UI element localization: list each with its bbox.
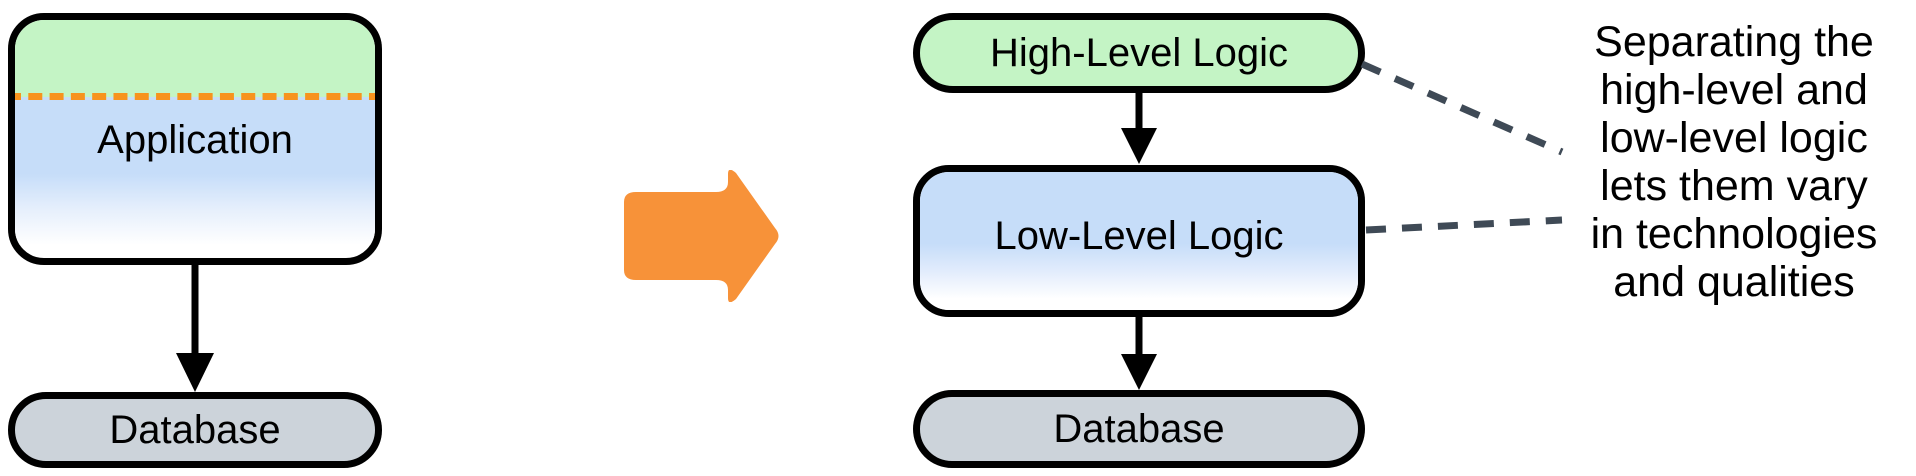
low-to-database-arrow — [1121, 317, 1157, 390]
application-to-database-arrow — [176, 265, 214, 392]
right-database-label: Database — [1053, 407, 1225, 451]
right-database-box[interactable]: Database — [913, 390, 1365, 468]
annotation-line-5: in technologies — [1590, 210, 1878, 258]
application-label: Application — [97, 118, 293, 162]
high-to-low-arrow — [1121, 93, 1157, 164]
annotation-line-1: Separating the — [1594, 18, 1874, 66]
high-level-logic-box[interactable]: High-Level Logic — [913, 13, 1365, 93]
annotation-line-6: and qualities — [1613, 258, 1855, 306]
annotation-line-3: low-level logic — [1600, 114, 1868, 162]
application-low-level-band — [15, 97, 375, 245]
annotation-leader-line-low — [1365, 216, 1563, 234]
low-level-logic-box[interactable]: Low-Level Logic — [913, 165, 1365, 317]
left-database-box[interactable]: Database — [8, 392, 382, 468]
application-high-level-band — [15, 20, 375, 97]
low-level-logic-label: Low-Level Logic — [994, 214, 1284, 258]
annotation-line-2: high-level and — [1600, 66, 1868, 114]
left-database-label: Database — [109, 408, 281, 452]
transformation-arrow — [624, 170, 779, 302]
application-divider-dashed-line — [15, 93, 375, 100]
annotation-leader-line-high — [1360, 60, 1564, 156]
low-level-logic-gradient — [920, 172, 1358, 310]
annotation-line-4: lets them vary — [1600, 162, 1868, 210]
annotation-text: Separating the high-level and low-level … — [1558, 18, 1910, 306]
application-box[interactable]: Application — [8, 13, 382, 265]
high-level-logic-label: High-Level Logic — [990, 31, 1288, 75]
